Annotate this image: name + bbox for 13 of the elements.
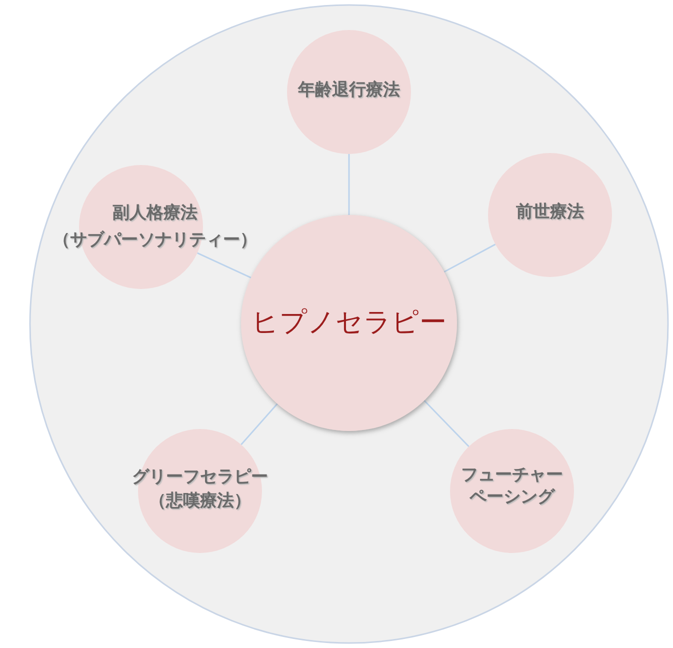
circle-label: 副人格療法 (112, 202, 198, 224)
connector-line (348, 154, 350, 215)
circle-label: （サブパーソナリティー） (52, 229, 258, 251)
circle-label: 前世療法 (515, 201, 585, 223)
connector-line (444, 244, 496, 273)
circle-label: （悲嘆療法） (148, 490, 252, 512)
circle-label: グリーフセラピー (131, 466, 269, 488)
connector-line (424, 400, 470, 448)
circle-label: 年齢退行療法 (296, 79, 401, 101)
connector-line (196, 252, 252, 278)
circle-label: フューチャーペーシング (460, 464, 564, 508)
title-label: ヒプノセラピー (250, 306, 448, 340)
connector-line (240, 403, 278, 446)
